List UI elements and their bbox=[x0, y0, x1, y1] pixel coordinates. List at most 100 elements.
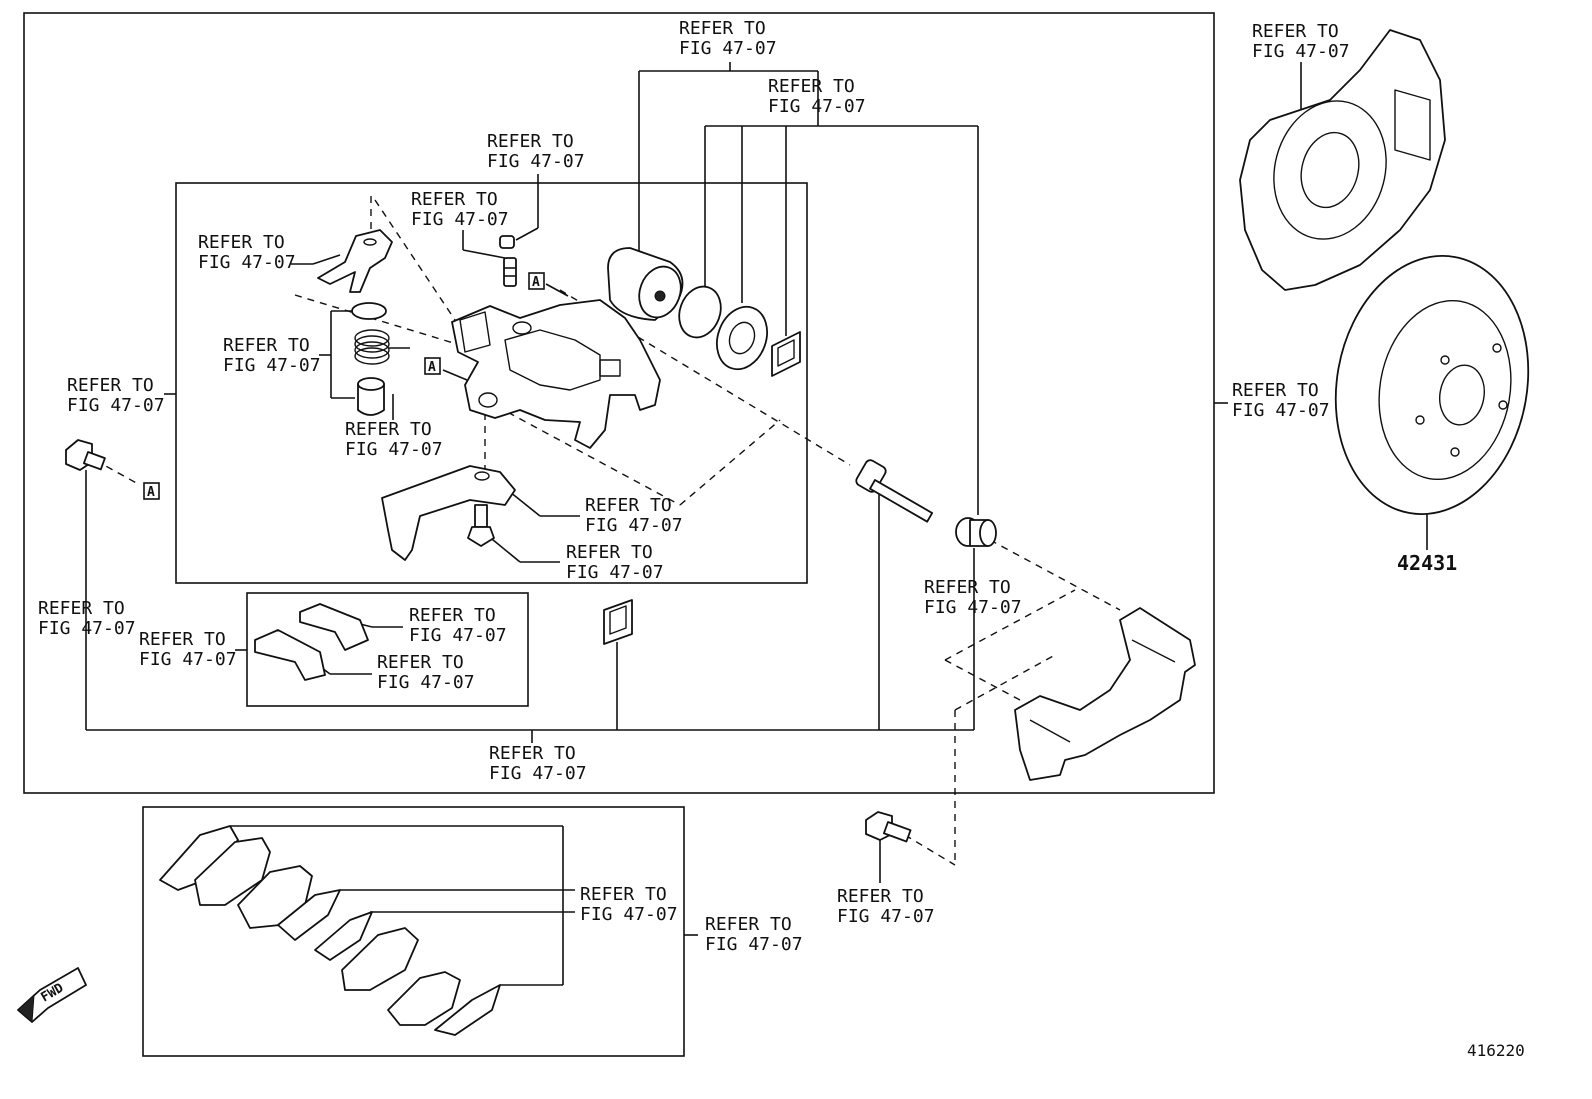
rotor-part-number[interactable]: 42431 bbox=[1397, 551, 1457, 575]
svg-text:FIG 47-07: FIG 47-07 bbox=[768, 96, 866, 117]
svg-text:FIG 47-07: FIG 47-07 bbox=[411, 209, 509, 230]
svg-text:REFER TO: REFER TO bbox=[409, 605, 496, 626]
anti-squeal-clip-icon bbox=[254, 603, 369, 681]
ref-label-cam: REFER TO FIG 47-07 bbox=[345, 419, 443, 460]
ref-label-bracket-bolt: REFER TO FIG 47-07 bbox=[566, 542, 664, 583]
caliper-mounting-bolt-icon bbox=[65, 439, 106, 471]
bleeder-screw-icon bbox=[503, 257, 517, 287]
caliper-upper-bracket-icon bbox=[317, 229, 393, 293]
ref-label-left-assembly: REFER TO FIG 47-07 bbox=[67, 375, 165, 416]
svg-text:FIG 47-07: FIG 47-07 bbox=[38, 618, 136, 639]
svg-text:FIG 47-07: FIG 47-07 bbox=[924, 597, 1022, 618]
svg-text:FIG 47-07: FIG 47-07 bbox=[679, 38, 777, 59]
slide-pin-icon bbox=[855, 459, 934, 523]
svg-text:REFER TO: REFER TO bbox=[837, 886, 924, 907]
svg-text:FIG 47-07: FIG 47-07 bbox=[345, 439, 443, 460]
svg-text:REFER TO: REFER TO bbox=[139, 629, 226, 650]
fwd-arrow-icon bbox=[17, 967, 87, 1024]
svg-text:FIG 47-07: FIG 47-07 bbox=[489, 763, 587, 784]
svg-text:FIG 47-07: FIG 47-07 bbox=[585, 515, 683, 536]
dust-shield-icon bbox=[1239, 29, 1446, 291]
ref-label-lower-bracket: REFER TO FIG 47-07 bbox=[585, 495, 683, 536]
grease-packet-small-icon bbox=[603, 599, 633, 645]
svg-text:FIG 47-07: FIG 47-07 bbox=[223, 355, 321, 376]
svg-text:REFER TO: REFER TO bbox=[377, 652, 464, 673]
svg-text:REFER TO: REFER TO bbox=[38, 598, 125, 619]
svg-text:REFER TO: REFER TO bbox=[924, 577, 1011, 598]
svg-text:REFER TO: REFER TO bbox=[487, 131, 574, 152]
svg-text:FIG 47-07: FIG 47-07 bbox=[580, 904, 678, 925]
ref-label-spring: REFER TO FIG 47-07 bbox=[223, 335, 321, 376]
caliper-piston-icon bbox=[607, 247, 684, 321]
ref-label-clip-upper: REFER TO FIG 47-07 bbox=[409, 605, 507, 646]
svg-text:REFER TO: REFER TO bbox=[1232, 380, 1319, 401]
svg-text:REFER TO: REFER TO bbox=[198, 232, 285, 253]
svg-text:REFER TO: REFER TO bbox=[411, 189, 498, 210]
ref-label-left-bolt: REFER TO FIG 47-07 bbox=[38, 598, 136, 639]
svg-text:REFER TO: REFER TO bbox=[345, 419, 432, 440]
svg-text:FIG 47-07: FIG 47-07 bbox=[837, 906, 935, 927]
svg-text:REFER TO: REFER TO bbox=[705, 914, 792, 935]
brake-rotor-icon bbox=[1334, 255, 1530, 515]
ref-label-bleeder-cap: REFER TO FIG 47-07 bbox=[487, 131, 585, 172]
bleeder-cap-icon bbox=[499, 235, 515, 249]
cylinder-boot-icon bbox=[716, 305, 768, 371]
grease-packet-icon bbox=[771, 331, 801, 377]
ref-label-bushing: REFER TO FIG 47-07 bbox=[924, 577, 1022, 618]
ref-label-top-center: REFER TO FIG 47-07 bbox=[679, 18, 777, 59]
callout-tag-a-1: A bbox=[528, 272, 569, 297]
svg-text:FIG 47-07: FIG 47-07 bbox=[566, 562, 664, 583]
svg-text:FIG 47-07: FIG 47-07 bbox=[487, 151, 585, 172]
svg-text:REFER TO: REFER TO bbox=[223, 335, 310, 356]
ref-label-support-bolt: REFER TO FIG 47-07 bbox=[837, 886, 935, 927]
cam-sleeve-icon bbox=[357, 377, 385, 416]
svg-text:REFER TO: REFER TO bbox=[566, 542, 653, 563]
callout-tag-a-2: A bbox=[424, 357, 468, 381]
caliper-mounting-support-icon bbox=[1014, 607, 1196, 781]
illustration-id: 416220 bbox=[1467, 1041, 1525, 1060]
svg-text:FIG 47-07: FIG 47-07 bbox=[139, 649, 237, 670]
brake-pad-set-icon bbox=[159, 825, 501, 1036]
svg-text:REFER TO: REFER TO bbox=[580, 884, 667, 905]
ref-label-bleeder-screw: REFER TO FIG 47-07 bbox=[411, 189, 509, 230]
ref-label-clip-kit: REFER TO FIG 47-07 bbox=[139, 629, 237, 670]
svg-text:REFER TO: REFER TO bbox=[679, 18, 766, 39]
svg-text:A: A bbox=[428, 360, 436, 375]
svg-text:FIG 47-07: FIG 47-07 bbox=[705, 934, 803, 955]
caliper-inner-frame bbox=[175, 182, 808, 584]
ref-label-upper-bracket: REFER TO FIG 47-07 bbox=[198, 232, 296, 273]
svg-text:FIG 47-07: FIG 47-07 bbox=[67, 395, 165, 416]
svg-text:FIG 47-07: FIG 47-07 bbox=[1232, 400, 1330, 421]
svg-text:FIG 47-07: FIG 47-07 bbox=[1252, 41, 1350, 62]
piston-seal-icon bbox=[678, 285, 722, 339]
ref-label-dust-shield: REFER TO FIG 47-07 bbox=[1252, 21, 1350, 62]
svg-text:REFER TO: REFER TO bbox=[768, 76, 855, 97]
svg-text:REFER TO: REFER TO bbox=[489, 743, 576, 764]
svg-text:A: A bbox=[147, 485, 155, 500]
ref-label-pad-kit: REFER TO FIG 47-07 bbox=[705, 914, 803, 955]
ref-label-top-right: REFER TO FIG 47-07 bbox=[768, 76, 866, 117]
svg-text:REFER TO: REFER TO bbox=[1252, 21, 1339, 42]
bracket-bolt-icon bbox=[467, 504, 495, 547]
ref-label-pad-shims: REFER TO FIG 47-07 bbox=[580, 884, 678, 925]
pin-bushing-icon bbox=[955, 517, 997, 547]
support-mounting-bolt-icon bbox=[865, 811, 912, 843]
ref-label-bottom-bus: REFER TO FIG 47-07 bbox=[489, 743, 587, 784]
ref-label-clip-lower: REFER TO FIG 47-07 bbox=[377, 652, 475, 693]
caliper-body-icon bbox=[451, 299, 661, 449]
ref-label-rotor-side: REFER TO FIG 47-07 bbox=[1232, 380, 1330, 421]
svg-text:FIG 47-07: FIG 47-07 bbox=[377, 672, 475, 693]
callout-tag-a-3: A bbox=[143, 482, 160, 500]
svg-text:REFER TO: REFER TO bbox=[67, 375, 154, 396]
svg-text:REFER TO: REFER TO bbox=[585, 495, 672, 516]
caliper-lower-bracket-icon bbox=[381, 465, 516, 561]
svg-text:FIG 47-07: FIG 47-07 bbox=[409, 625, 507, 646]
leader-lines bbox=[85, 62, 1428, 986]
return-spring-icon bbox=[354, 329, 410, 365]
svg-text:FIG 47-07: FIG 47-07 bbox=[198, 252, 296, 273]
pad-kit-frame bbox=[142, 806, 685, 1057]
svg-text:A: A bbox=[532, 275, 540, 290]
main-assembly-frame bbox=[23, 12, 1215, 794]
washer-icon bbox=[351, 302, 387, 320]
